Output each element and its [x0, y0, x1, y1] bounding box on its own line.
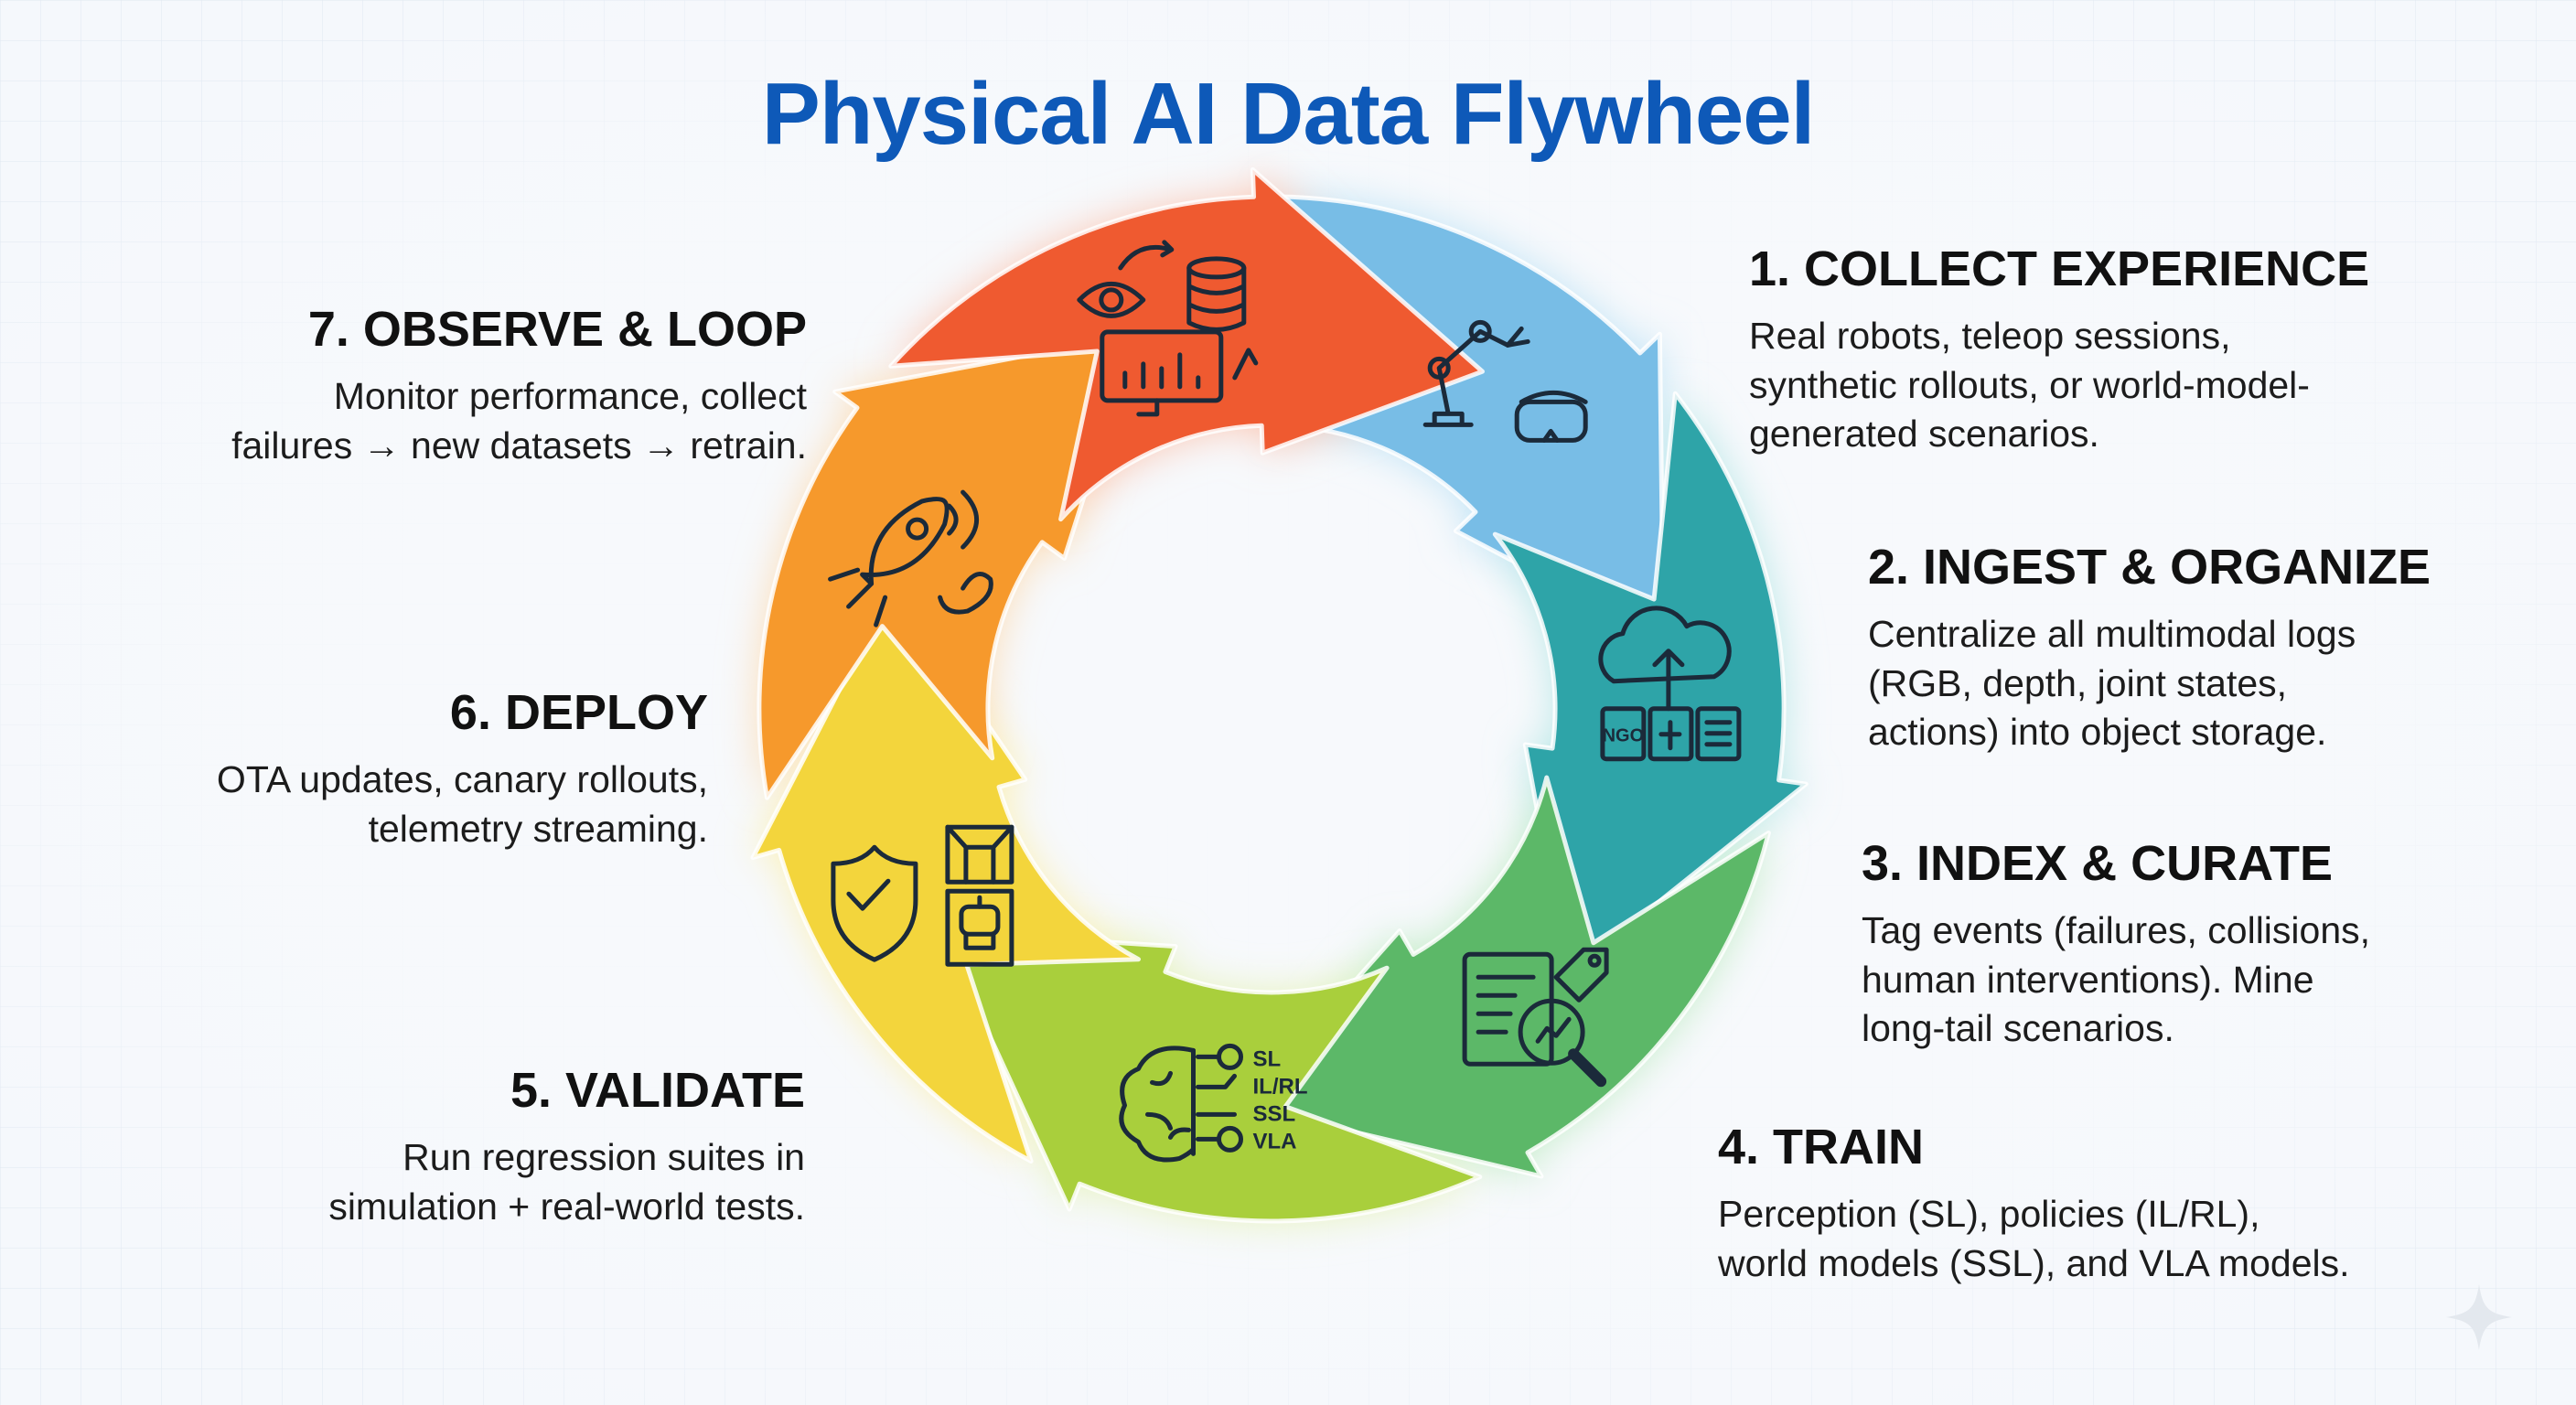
shield-check-simulation-icon	[831, 824, 1014, 967]
eye-database-monitor-icon	[1077, 240, 1259, 417]
step-collect-experience: 1. COLLECT EXPERIENCE Real robots, teleo…	[1749, 240, 2408, 459]
step-description: Centralize all multimodal logs (RGB, dep…	[1868, 610, 2527, 757]
step-heading: 6. DEPLOY	[449, 685, 708, 740]
segment-ingest	[1492, 391, 1809, 978]
segment-train	[939, 928, 1483, 1224]
step-deploy: 6. DEPLOY OTA updates, canary rollouts, …	[49, 683, 708, 853]
step-heading: 1. COLLECT EXPERIENCE	[1749, 241, 2370, 296]
step-line: Run regression suites in	[402, 1135, 805, 1178]
segment-collect	[1269, 194, 1666, 642]
cloud-upload-files-icon: NGO	[1598, 606, 1742, 762]
brain-gears-icon	[1119, 1043, 1243, 1163]
step-index-curate: 3. INDEX & CURATE Tag events (failures, …	[1862, 834, 2520, 1054]
page-title: Physical AI Data Flywheel	[761, 65, 1816, 163]
segment-deploy	[757, 332, 1138, 800]
robot-arm-and-vr-headset-icon	[1422, 319, 1588, 443]
train-label: SSL	[1253, 1101, 1296, 1126]
step-heading: 4. TRAIN	[1718, 1120, 1925, 1174]
step-ingest-organize: 2. INGEST & ORGANIZE Centralize all mult…	[1868, 538, 2527, 757]
train-label: SL	[1253, 1046, 1282, 1071]
step-observe-loop: 7. OBSERVE & LOOP Monitor performance, c…	[148, 300, 807, 470]
step-heading: 5. VALIDATE	[510, 1063, 805, 1118]
step-description: OTA updates, canary rollouts, telemetry …	[49, 756, 708, 853]
step-heading: 3. INDEX & CURATE	[1862, 836, 2334, 891]
step-line: simulation + real-world tests.	[328, 1185, 805, 1228]
document-tag-magnifier-icon	[1462, 947, 1609, 1088]
file-label: NGO	[1603, 726, 1645, 746]
step-train: 4. TRAIN Perception (SL), policies (IL/R…	[1718, 1118, 2377, 1288]
step-line: Perception (SL), policies (IL/RL),	[1718, 1192, 2260, 1235]
step-line: OTA updates, canary rollouts,	[216, 757, 708, 800]
step-line: Centralize all multimodal logs	[1868, 612, 2356, 655]
step-line: telemetry streaming.	[368, 807, 708, 850]
train-label: VLA	[1253, 1129, 1297, 1153]
step-validate: 5. VALIDATE Run regression suites in sim…	[146, 1061, 805, 1231]
step-description: Perception (SL), policies (IL/RL), world…	[1718, 1190, 2377, 1288]
step-line: generated scenarios.	[1749, 413, 2099, 456]
step-heading: 2. INGEST & ORGANIZE	[1868, 540, 2431, 595]
step-line: Tag events (failures, collisions,	[1862, 908, 2371, 951]
rocket-signal-icon	[828, 489, 993, 627]
step-description: Real robots, teleop sessions, synthetic …	[1749, 312, 2408, 459]
step-line: actions) into object storage.	[1868, 711, 2327, 754]
step-line: world models (SSL), and VLA models.	[1718, 1241, 2350, 1284]
step-line: Real robots, teleop sessions,	[1749, 314, 2231, 357]
step-line: synthetic rollouts, or world-model-	[1749, 363, 2310, 406]
train-label: IL/RL	[1253, 1074, 1308, 1099]
step-line: human interventions). Mine	[1862, 958, 2314, 1001]
step-line: Monitor performance, collect	[333, 374, 807, 417]
step-line: (RGB, depth, joint states,	[1868, 661, 2288, 704]
step-description: Run regression suites in simulation + re…	[146, 1133, 805, 1231]
step-line: failures → new datasets → retrain.	[231, 424, 807, 467]
step-description: Monitor performance, collect failures → …	[148, 372, 807, 470]
segment-observe	[888, 166, 1485, 522]
step-description: Tag events (failures, collisions, human …	[1862, 906, 2520, 1054]
step-line: long-tail scenarios.	[1862, 1007, 2174, 1050]
sparkle-icon	[2446, 1284, 2512, 1350]
step-heading: 7. OBSERVE & LOOP	[307, 302, 807, 357]
